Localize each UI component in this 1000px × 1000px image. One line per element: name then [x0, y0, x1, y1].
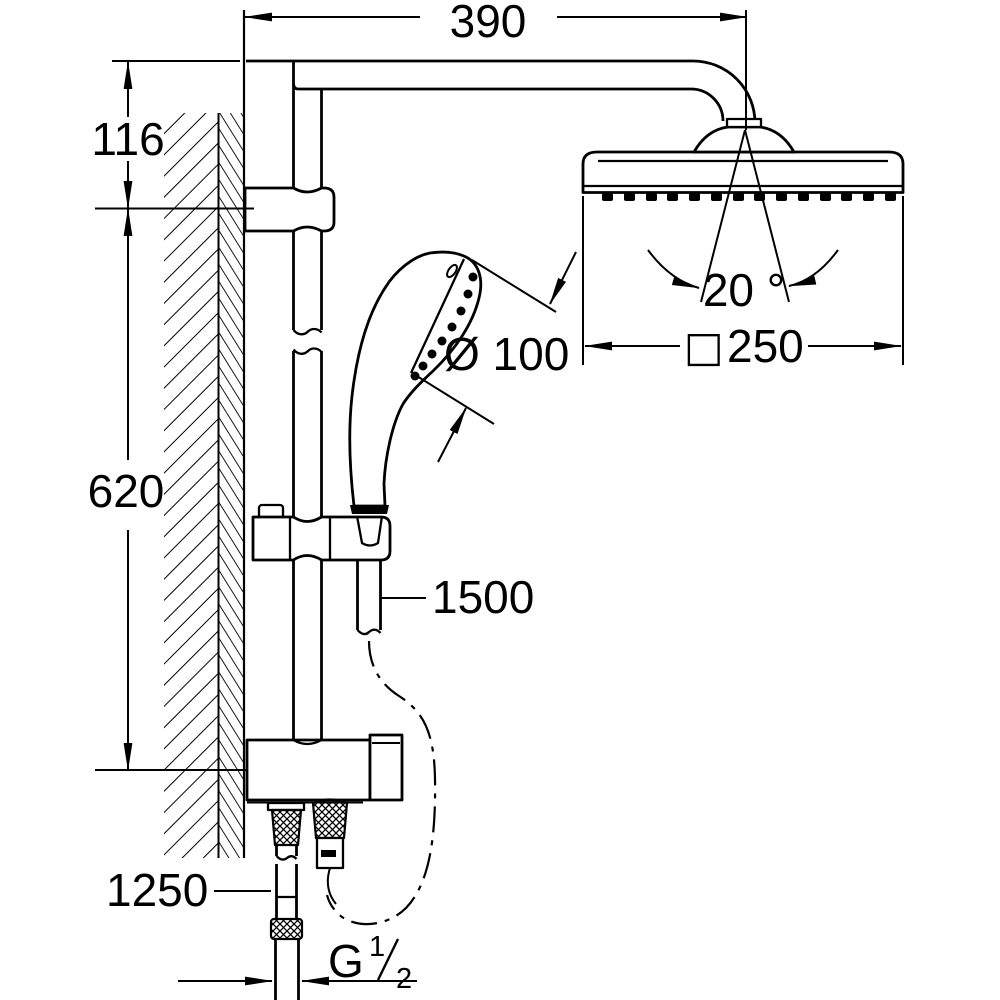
- angle-line-right: [744, 129, 790, 303]
- supply-union-nut: [270, 808, 303, 847]
- valve-cap: [368, 733, 404, 802]
- nozzle: [646, 193, 657, 201]
- spray-dot: [427, 349, 437, 359]
- dim-text-390: 390: [450, 0, 527, 47]
- label-supply-hose-length: 1250: [106, 864, 271, 916]
- wall-hatch-fine: [218, 113, 243, 858]
- nozzle: [624, 193, 635, 201]
- dim-text-620: 620: [88, 465, 165, 517]
- wall-section: [164, 10, 246, 858]
- clamp-body: [251, 515, 392, 562]
- label-text-1250: 1250: [106, 864, 208, 916]
- slider-clamp: [251, 503, 392, 562]
- dim-thread-size: G 1 2: [178, 931, 417, 995]
- valve-pipe-socket: [292, 738, 323, 746]
- dim-rail-length: 620: [88, 208, 246, 771]
- dim-top-offset: 116: [91, 60, 254, 210]
- angle-arrow-right: [788, 249, 839, 287]
- nozzle: [798, 193, 809, 201]
- spray-dot: [418, 361, 428, 371]
- nozzle: [733, 193, 744, 201]
- spray-dot: [447, 322, 457, 332]
- nozzle: [602, 193, 613, 201]
- nozzle: [863, 193, 874, 201]
- dim-text-diameter-100: Ø 100: [444, 328, 569, 380]
- nozzle: [820, 193, 831, 201]
- label-shower-hose-length: 1500: [381, 571, 534, 623]
- hose-break: [356, 628, 382, 636]
- dim-text-20deg: 20 °: [703, 264, 785, 316]
- dim-text-116: 116: [91, 113, 164, 165]
- nozzle: [711, 193, 722, 201]
- spray-dot: [468, 272, 478, 282]
- fraction-slash: [376, 938, 400, 981]
- nozzle: [841, 193, 852, 201]
- shower-hose: [325, 560, 437, 926]
- hose-tail: [326, 867, 337, 905]
- square-symbol: □: [684, 322, 724, 371]
- dim-text-250: 250: [727, 320, 804, 372]
- hand-shower: [348, 250, 483, 514]
- dim-hand-shower-diameter: Ø 100: [411, 251, 577, 463]
- handle-cone-socket: [355, 515, 384, 547]
- hand-shower-face-line: [409, 258, 466, 374]
- supply-connection: [266, 801, 306, 1000]
- supply-coupling-nut: [269, 917, 304, 941]
- spray-dot: [463, 289, 473, 299]
- ext-line-face-lower: [411, 372, 495, 425]
- supply-hose-break: [275, 855, 298, 861]
- spray-face-dots: [410, 272, 478, 381]
- head-mount-collar: [725, 117, 763, 129]
- riser-pipe: [292, 62, 323, 742]
- diameter-arrow-upper: [549, 251, 577, 305]
- pipe-break-upper: [292, 327, 323, 336]
- pipe-break-lower: [292, 347, 323, 355]
- valve-body: [245, 738, 372, 802]
- hose-union-nut: [311, 798, 349, 840]
- label-text-1500: 1500: [432, 571, 534, 623]
- nozzle: [776, 193, 787, 201]
- arm-inner-edge: [292, 83, 725, 122]
- angle-line-left: [700, 129, 746, 303]
- dim-head-angle: 20 °: [647, 129, 839, 316]
- dim-head-size: □ 250: [582, 196, 904, 372]
- dimension-annotations: 390 116 620 20 °: [88, 0, 904, 995]
- hose-loop-centerline: [325, 640, 437, 926]
- dim-arm-projection: 390: [244, 0, 748, 130]
- angle-arrow-left: [647, 249, 700, 289]
- spray-nozzles: [602, 193, 896, 201]
- shower-arm: [246, 59, 757, 124]
- diverter-valve: [245, 733, 404, 804]
- thread-numerator: 1: [369, 931, 385, 963]
- spray-dot: [437, 336, 447, 346]
- nozzle: [689, 193, 700, 201]
- handle-grip-band: [350, 505, 389, 514]
- rain-shower-head: [581, 117, 905, 201]
- hose-nipple-mark: [321, 850, 336, 857]
- wall-bracket: [243, 186, 336, 233]
- hose-connection: [311, 798, 349, 905]
- spray-dot: [456, 306, 466, 316]
- thread-denominator: 2: [396, 963, 412, 995]
- wall-hatch-coarse: [164, 113, 218, 858]
- arm-outer-edge: [246, 59, 757, 124]
- ext-line-face-upper: [471, 259, 557, 313]
- nozzle: [667, 193, 678, 201]
- diameter-arrow-lower: [437, 407, 467, 463]
- thread-letter: G: [328, 935, 364, 987]
- nozzle: [885, 193, 896, 201]
- face-detail-oval: [446, 263, 458, 279]
